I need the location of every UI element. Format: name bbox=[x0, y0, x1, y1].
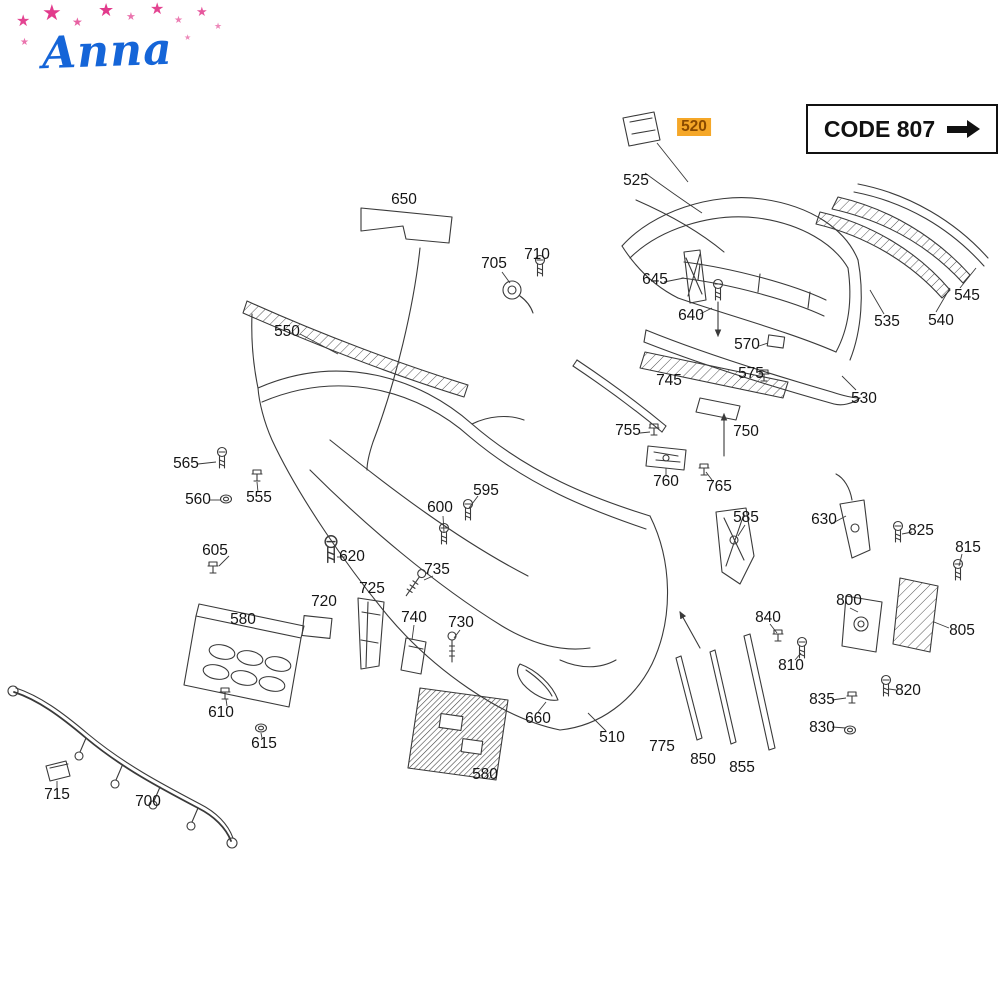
part-label-580: 580 bbox=[472, 766, 498, 783]
part-label-705: 705 bbox=[481, 255, 507, 272]
part-label-735: 735 bbox=[424, 561, 450, 578]
part-label-595: 595 bbox=[473, 482, 499, 499]
part-label-570: 570 bbox=[734, 336, 760, 353]
part-label-805: 805 bbox=[949, 622, 975, 639]
part-label-825: 825 bbox=[908, 522, 934, 539]
part-label-765: 765 bbox=[706, 478, 732, 495]
brand-logo: ★★★★★★★★★★★ Anna bbox=[14, 0, 244, 100]
part-label-740: 740 bbox=[401, 609, 427, 626]
right-arrow-icon bbox=[947, 120, 981, 138]
part-label-615: 615 bbox=[251, 735, 277, 752]
part-label-760: 760 bbox=[653, 473, 679, 490]
part-label-550: 550 bbox=[274, 323, 300, 340]
star-icon: ★ bbox=[20, 37, 29, 48]
part-label-830: 830 bbox=[809, 719, 835, 736]
code-807-box: CODE 807 bbox=[806, 104, 998, 154]
star-icon: ★ bbox=[196, 4, 208, 19]
part-label-565: 565 bbox=[173, 455, 199, 472]
star-icon: ★ bbox=[150, 1, 165, 18]
star-icon: ★ bbox=[184, 33, 192, 42]
part-label-715: 715 bbox=[44, 786, 70, 803]
star-icon: ★ bbox=[98, 0, 115, 20]
star-icon: ★ bbox=[174, 15, 183, 26]
star-icon: ★ bbox=[126, 11, 136, 23]
part-label-545: 545 bbox=[954, 287, 980, 304]
part-label-605: 605 bbox=[202, 542, 228, 559]
part-label-710: 710 bbox=[524, 246, 550, 263]
part-label-700: 700 bbox=[135, 793, 161, 810]
part-label-815: 815 bbox=[955, 539, 981, 556]
part-label-755: 755 bbox=[615, 422, 641, 439]
part-label-650: 650 bbox=[391, 191, 417, 208]
part-label-530: 530 bbox=[851, 390, 877, 407]
star-icon: ★ bbox=[214, 21, 223, 31]
part-label-525: 525 bbox=[623, 172, 649, 189]
star-icon: ★ bbox=[72, 15, 83, 29]
part-label-800: 800 bbox=[836, 592, 862, 609]
part-label-560: 560 bbox=[185, 491, 211, 508]
part-label-610: 610 bbox=[208, 704, 234, 721]
part-label-630: 630 bbox=[811, 511, 837, 528]
part-label-750: 750 bbox=[733, 423, 759, 440]
star-icon: ★ bbox=[42, 0, 62, 25]
part-label-745: 745 bbox=[656, 372, 682, 389]
part-label-820: 820 bbox=[895, 682, 921, 699]
part-label-555: 555 bbox=[246, 489, 272, 506]
part-label-640: 640 bbox=[678, 307, 704, 324]
part-label-725: 725 bbox=[359, 580, 385, 597]
part-label-840: 840 bbox=[755, 609, 781, 626]
part-label-660: 660 bbox=[525, 710, 551, 727]
part-label-540: 540 bbox=[928, 312, 954, 329]
part-label-720: 720 bbox=[311, 593, 337, 610]
part-label-600: 600 bbox=[427, 499, 453, 516]
part-label-510: 510 bbox=[599, 729, 625, 746]
part-label-575: 575 bbox=[738, 365, 764, 382]
part-label-645: 645 bbox=[642, 271, 668, 288]
star-icon: ★ bbox=[16, 13, 31, 30]
part-label-810: 810 bbox=[778, 657, 804, 674]
part-label-585: 585 bbox=[733, 509, 759, 526]
code-label: CODE 807 bbox=[823, 115, 936, 142]
part-label-620: 620 bbox=[339, 548, 365, 565]
part-label-835: 835 bbox=[809, 691, 835, 708]
part-label-520: 520 bbox=[677, 118, 711, 136]
part-label-580: 580 bbox=[230, 611, 256, 628]
part-label-775: 775 bbox=[649, 738, 675, 755]
part-label-850: 850 bbox=[690, 751, 716, 768]
part-label-535: 535 bbox=[874, 313, 900, 330]
part-label-855: 855 bbox=[729, 759, 755, 776]
part-label-730: 730 bbox=[448, 614, 474, 631]
